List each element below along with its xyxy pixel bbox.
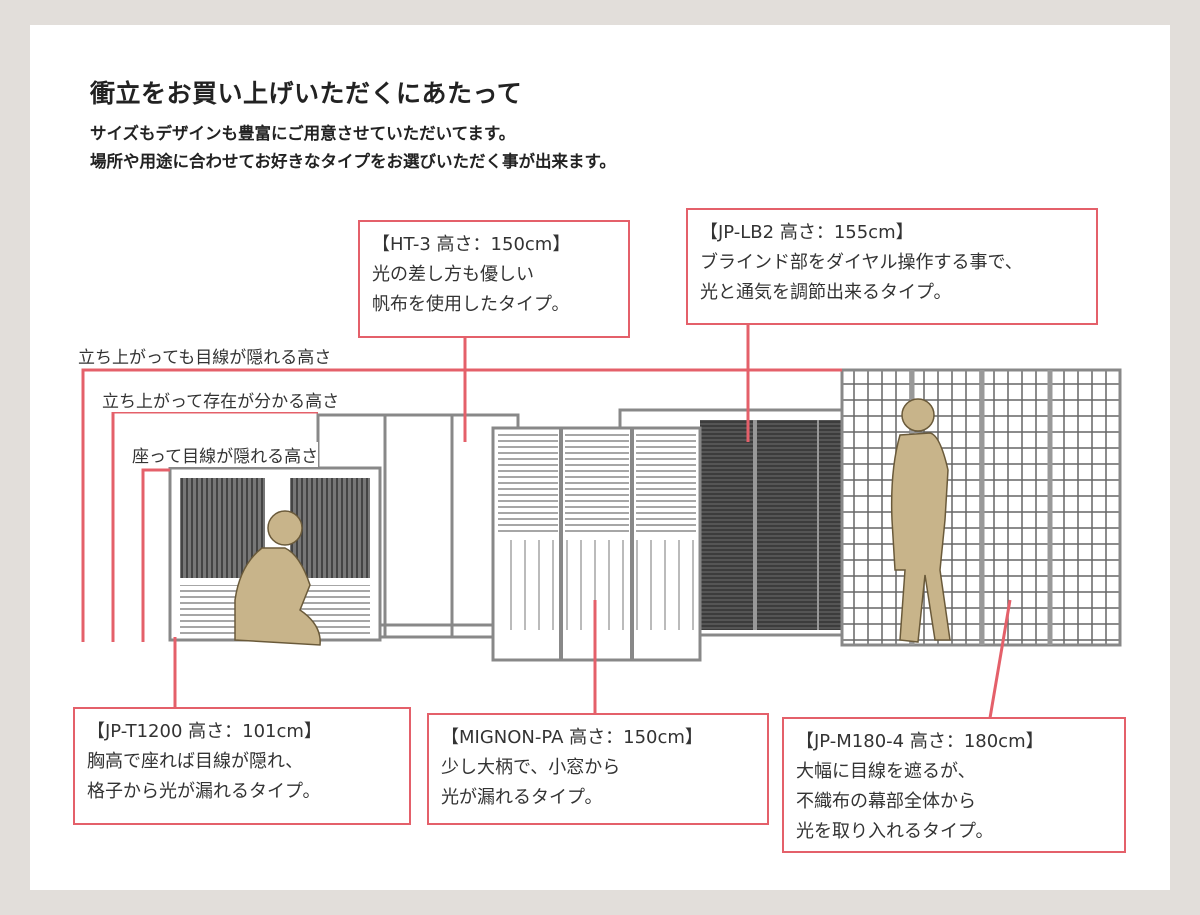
height-label-standing-presence: 立ち上がって存在が分かる高さ <box>102 387 340 412</box>
callout-heading: 【JP-M180-4 高さ：180cm】 <box>796 731 1044 752</box>
callout-text: 光の差し方も優しい <box>372 264 534 285</box>
standing-person-figure <box>890 398 951 643</box>
callout-heading: 【MIGNON-PA 高さ：150cm】 <box>441 727 703 748</box>
callout-connectors <box>173 325 1012 719</box>
callout-text: 大幅に目線を遮るが、 <box>796 761 976 782</box>
callout-text: 不織布の幕部全体から <box>796 791 976 812</box>
callout-text: 帆布を使用したタイプ。 <box>372 294 570 315</box>
callout-text: 光を取り入れるタイプ。 <box>796 821 994 842</box>
page-title: 衝立をお買い上げいただくにあたって <box>90 79 523 108</box>
callout-heading: 【JP-LB2 高さ：155cm】 <box>700 222 914 243</box>
height-label-sitting-hidden: 座って目線が隠れる高さ <box>132 442 319 467</box>
callout-jp-m180-4: 【JP-M180-4 高さ：180cm】 大幅に目線を遮るが、 不織布の幕部全体… <box>782 717 1126 853</box>
callout-jp-lb2: 【JP-LB2 高さ：155cm】 ブラインド部をダイヤル操作する事で、 光と通… <box>686 208 1098 325</box>
height-label-standing-hidden: 立ち上がっても目線が隠れる高さ <box>78 343 332 368</box>
intro-line-1: サイズもデザインも豊富にご用意させていただいてます。 <box>90 124 516 143</box>
callout-text: 格子から光が漏れるタイプ。 <box>87 781 321 802</box>
callout-heading: 【JP-T1200 高さ：101cm】 <box>87 721 322 742</box>
intro-line-2: 場所や用途に合わせてお好きなタイプをお選びいただく事が出来ます。 <box>90 152 616 171</box>
callout-mignon-pa: 【MIGNON-PA 高さ：150cm】 少し大柄で、小窓から 光が漏れるタイプ… <box>427 713 769 825</box>
callout-text: 胸高で座れば目線が隠れ、 <box>87 751 304 772</box>
callout-text: 光と通気を調節出来るタイプ。 <box>700 282 952 303</box>
callout-jp-t1200: 【JP-T1200 高さ：101cm】 胸高で座れば目線が隠れ、 格子から光が漏… <box>73 707 411 825</box>
callout-ht3: 【HT-3 高さ：150cm】 光の差し方も優しい 帆布を使用したタイプ。 <box>358 220 630 338</box>
screen-jp-m180-4 <box>840 368 1122 647</box>
callout-text: 光が漏れるタイプ。 <box>441 787 603 808</box>
height-reference-lines <box>81 368 842 642</box>
callout-text: ブラインド部をダイヤル操作する事で、 <box>700 252 1023 273</box>
sitting-person-figure <box>234 510 321 646</box>
callout-heading: 【HT-3 高さ：150cm】 <box>372 234 571 255</box>
callout-text: 少し大柄で、小窓から <box>441 757 621 778</box>
